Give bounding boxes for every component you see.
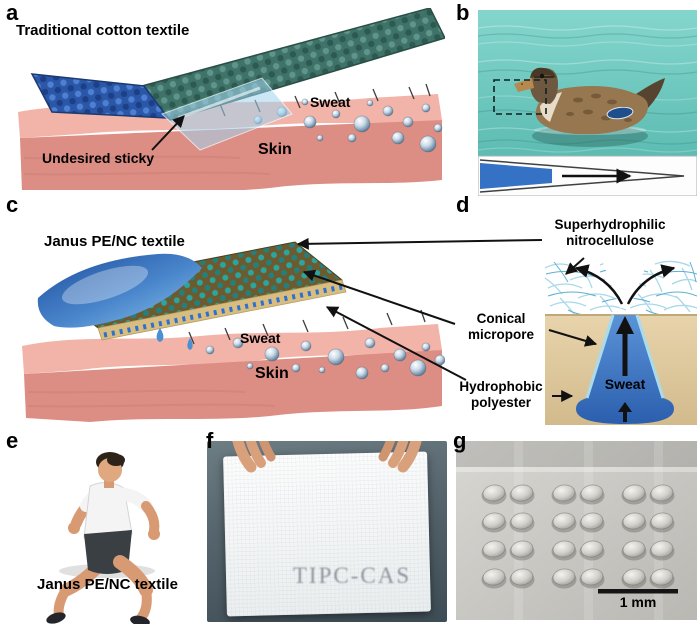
- panel-a-title: Traditional cotton textile: [16, 22, 190, 39]
- panel-letter-c: c: [6, 192, 19, 217]
- panel-f-photo: TIPC-CAS: [207, 441, 447, 622]
- panel-b-photo: [478, 10, 697, 196]
- skin-layer: [22, 324, 442, 422]
- sticky-sweat-film: [161, 77, 293, 151]
- left-hand: [232, 441, 276, 473]
- scale-bar-line: [598, 589, 678, 594]
- running-man: [46, 452, 160, 624]
- panel-e-runner: [46, 452, 160, 624]
- panel-c-illustration: [22, 241, 445, 422]
- panel-letter-b: b: [456, 0, 470, 25]
- nitrocellulose-mesh: [544, 260, 697, 316]
- panel-a-sweat-label: Sweat: [310, 94, 351, 110]
- panel-c-sweat-label: Sweat: [240, 330, 281, 346]
- zoom-region-box: [493, 79, 547, 115]
- cotton-textile: [30, 8, 445, 121]
- panel-letter-a: a: [6, 0, 19, 25]
- feather-inset: [478, 155, 697, 196]
- panel-g-sem-image: [456, 441, 697, 620]
- panel-letter-f: f: [206, 428, 214, 453]
- hydrophobic-polyester-label: Hydrophobic polyester: [459, 379, 543, 411]
- right-hand: [378, 441, 422, 473]
- scale-bar-label: 1 mm: [619, 594, 657, 610]
- hands: [232, 441, 422, 473]
- janus-textile-flap: [37, 241, 347, 341]
- panel-letter-e: e: [6, 428, 19, 453]
- panel-letter-d: d: [456, 192, 470, 217]
- panel-d-sweat-label: Sweat: [604, 376, 646, 392]
- panel-c-skin-label: Skin: [255, 365, 289, 382]
- water-ripples: [478, 25, 697, 153]
- conical-micropore-label: Conical micropore: [467, 311, 535, 343]
- nitrocellulose-label: Superhydrophilic nitrocellulose: [554, 217, 666, 249]
- fabric-watermark: TIPC-CAS: [292, 563, 412, 588]
- panel-e-caption: Janus PE/NC textile: [37, 576, 178, 593]
- dripping-droplets: [156, 328, 193, 350]
- panel-a-illustration: [18, 8, 445, 190]
- duck: [514, 67, 665, 147]
- panel-a-skin-label: Skin: [258, 141, 292, 158]
- panel-letter-g: g: [453, 428, 467, 453]
- panel-c-title: Janus PE/NC textile: [44, 233, 185, 250]
- panel-a-sticky-label: Undesired sticky: [42, 150, 155, 166]
